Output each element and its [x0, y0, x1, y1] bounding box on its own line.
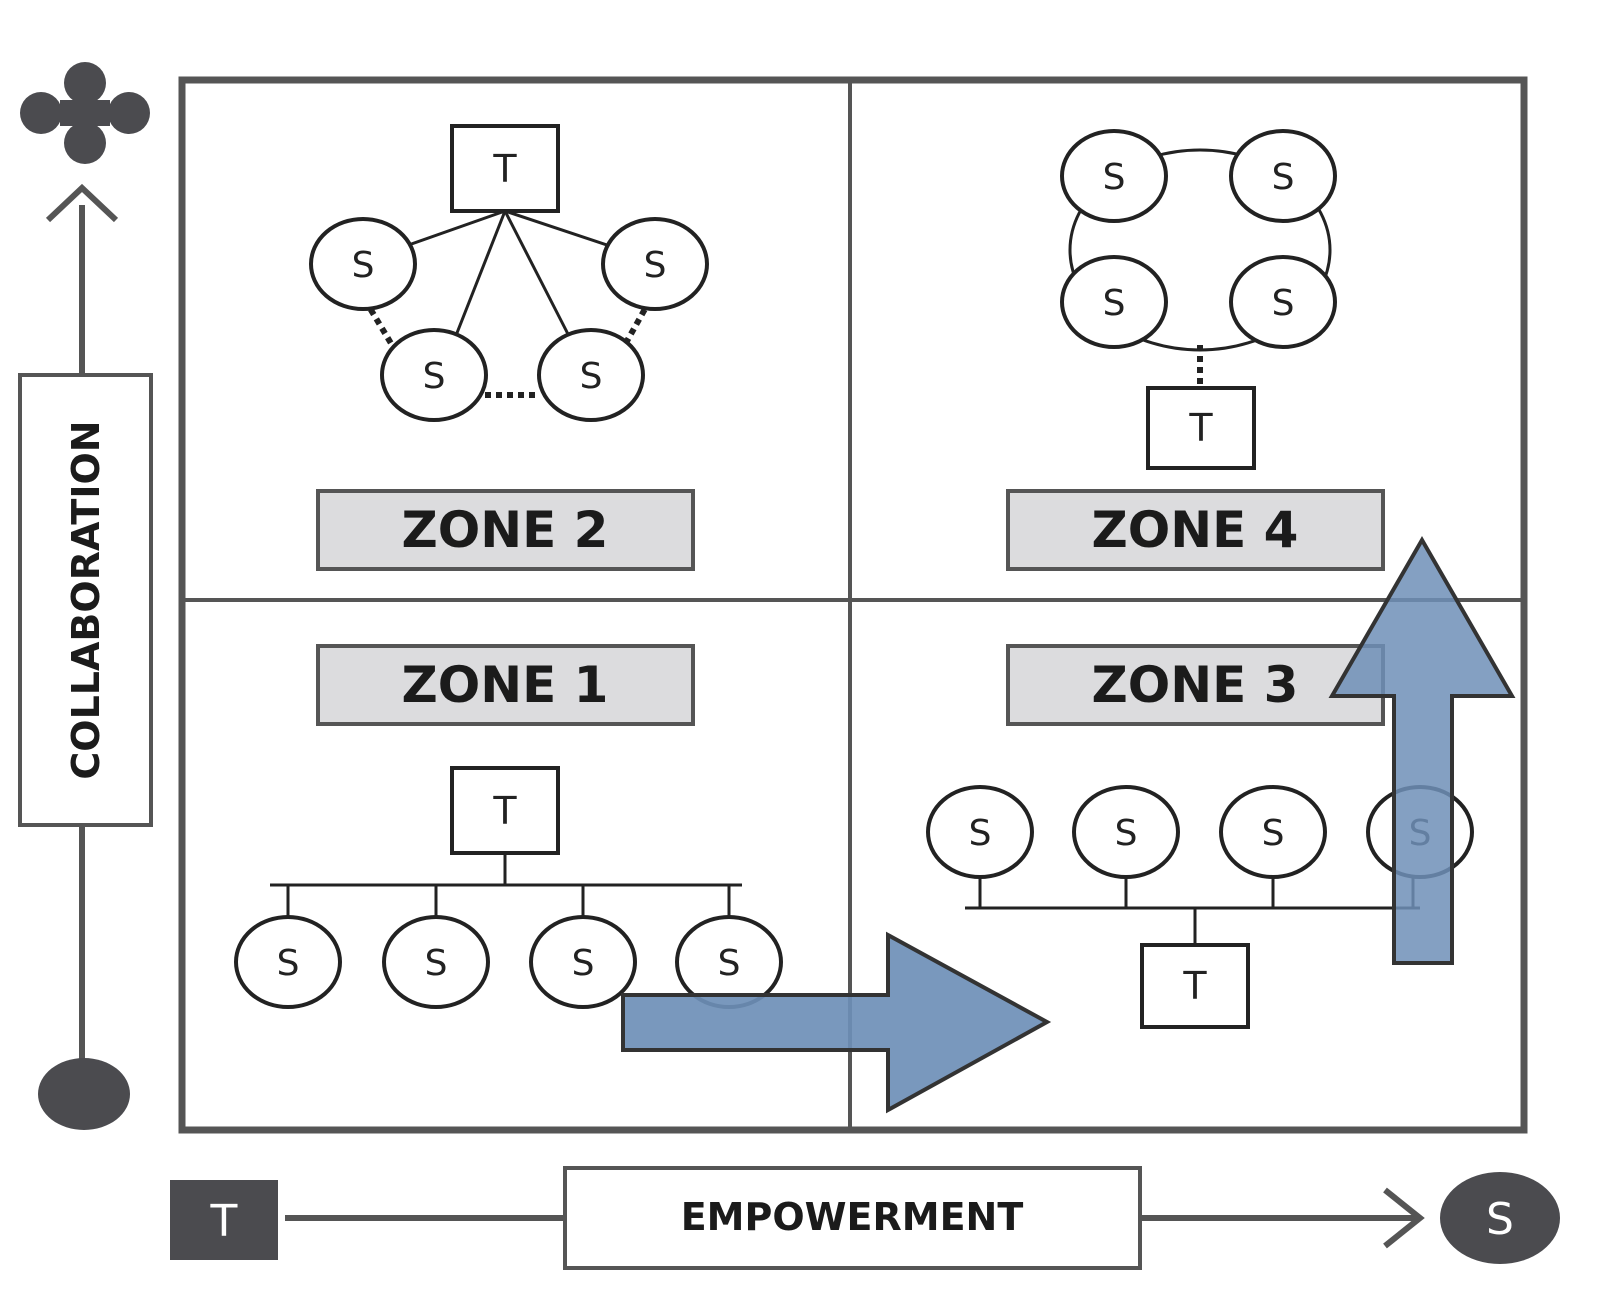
- svg-text:S: S: [277, 943, 300, 984]
- svg-text:S: S: [718, 943, 741, 984]
- up-arrow: [1328, 535, 1516, 965]
- teacher-node: T: [1146, 386, 1256, 470]
- y-axis-arrowhead: [45, 183, 119, 223]
- x-axis: T S EMPOWERMENT: [170, 1166, 1560, 1270]
- zone-3-label-box: ZONE 3: [1006, 644, 1385, 726]
- x-axis-label: EMPOWERMENT: [681, 1195, 1024, 1239]
- svg-text:S: S: [352, 245, 375, 286]
- svg-text:S: S: [1115, 813, 1138, 854]
- svg-text:S: S: [1103, 157, 1126, 198]
- svg-text:T: T: [210, 1196, 238, 1247]
- teacher-node: T: [450, 124, 560, 213]
- svg-text:S: S: [425, 943, 448, 984]
- x-axis-end-marker: S: [1440, 1172, 1560, 1264]
- zone-1-label: ZONE 1: [402, 656, 609, 714]
- single-node-icon: [38, 1058, 130, 1130]
- x-axis-arrowhead: [1383, 1187, 1425, 1249]
- zone-4-diagram: S S S S T ZONE 4: [1006, 129, 1385, 571]
- svg-text:S: S: [572, 943, 595, 984]
- svg-text:S: S: [1272, 283, 1295, 324]
- student-node: S: [926, 785, 1034, 879]
- student-node: S: [1219, 785, 1327, 879]
- svg-text:T: T: [492, 789, 517, 833]
- svg-text:S: S: [1272, 157, 1295, 198]
- right-arrow: [621, 931, 1052, 1114]
- student-node: S: [529, 915, 637, 1009]
- svg-text:S: S: [1262, 813, 1285, 854]
- network-icon: [20, 62, 150, 164]
- student-node: S: [234, 915, 342, 1009]
- student-node: S: [537, 328, 645, 422]
- x-axis-label-box: [563, 1166, 1142, 1270]
- student-node: S: [1060, 129, 1168, 223]
- svg-text:S: S: [1103, 283, 1126, 324]
- y-axis-label-box: [18, 373, 153, 827]
- zone-3-label: ZONE 3: [1092, 656, 1299, 714]
- zone-2-diagram: T S S S S ZONE 2: [309, 124, 709, 571]
- svg-text:S: S: [1486, 1194, 1514, 1245]
- svg-text:T: T: [492, 147, 517, 191]
- svg-text:S: S: [580, 356, 603, 397]
- x-axis-start-marker: T: [170, 1180, 278, 1260]
- y-axis-label: COLLABORATION: [64, 420, 108, 779]
- zone-4-label: ZONE 4: [1092, 501, 1299, 559]
- student-node: S: [1229, 255, 1337, 349]
- student-node: S: [382, 915, 490, 1009]
- teacher-node: T: [1140, 943, 1250, 1029]
- svg-text:T: T: [1182, 964, 1207, 1008]
- svg-text:S: S: [644, 245, 667, 286]
- student-node: S: [601, 217, 709, 311]
- svg-text:S: S: [423, 356, 446, 397]
- zone-4-label-box: ZONE 4: [1006, 489, 1385, 571]
- student-node: S: [1229, 129, 1337, 223]
- student-node: S: [675, 915, 783, 1009]
- student-node: S: [309, 217, 417, 311]
- student-node: S: [1060, 255, 1168, 349]
- student-node: S: [1072, 785, 1180, 879]
- svg-text:S: S: [969, 813, 992, 854]
- teacher-node: T: [450, 766, 560, 855]
- zone-2-label-box: ZONE 2: [316, 489, 695, 571]
- zone-2-label: ZONE 2: [402, 501, 609, 559]
- zone-1-diagram: ZONE 1 T S S S S: [234, 644, 783, 1009]
- zone-1-label-box: ZONE 1: [316, 644, 695, 726]
- svg-text:T: T: [1188, 406, 1213, 450]
- student-node: S: [380, 328, 488, 422]
- y-axis: COLLABORATION: [18, 62, 153, 1130]
